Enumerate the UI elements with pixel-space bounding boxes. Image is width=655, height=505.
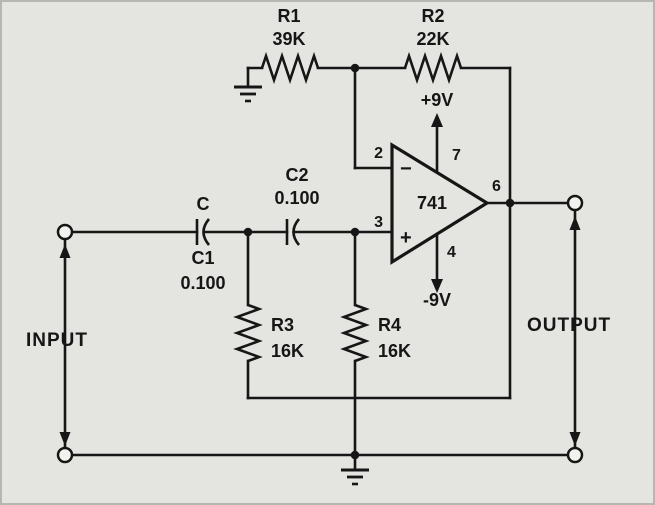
wires (63, 66, 577, 472)
junction-ground (350, 450, 360, 460)
opamp-part-label: 741 (417, 193, 447, 213)
terminals (56, 194, 584, 464)
resistor-r1-symbol (260, 51, 320, 85)
ground-icon (234, 85, 262, 103)
junction-output (505, 198, 515, 208)
opamp-triangle (390, 142, 491, 265)
pin6-label: 6 (492, 178, 501, 195)
resistor-r3-symbol (233, 303, 263, 363)
c2-ref-label: C2 (285, 165, 308, 185)
pin4-label: 4 (447, 244, 456, 261)
opamp (390, 113, 491, 293)
opamp-plus-sign: + (400, 227, 412, 249)
labels: R1 39K R2 22K C C1 0.100 C2 0.100 R3 16K… (26, 6, 611, 361)
r2-value-label: 22K (416, 29, 449, 49)
r3-value-label: 16K (271, 341, 304, 361)
c2-value-label: 0.100 (274, 188, 319, 208)
output-terminal-top (566, 194, 584, 212)
output-down-arrow-icon (569, 432, 581, 446)
resistors (233, 51, 463, 363)
r4-ref-label: R4 (378, 315, 401, 335)
pin7-label: 7 (452, 147, 461, 164)
r3-ref-label: R3 (271, 315, 294, 335)
c1-ref-label: C1 (191, 248, 214, 268)
c1-value-label: 0.100 (180, 273, 225, 293)
capacitor-c2-curved-plate (292, 218, 301, 246)
junction-dots (243, 63, 515, 460)
output-terminal-bottom (566, 446, 584, 464)
pin2-label: 2 (374, 145, 383, 162)
capacitor-c1-curved-plate (202, 218, 211, 246)
input-up-arrow-icon (59, 244, 71, 258)
vplus-label: +9V (421, 90, 454, 110)
input-terminal-bottom (56, 446, 74, 464)
capacitors (195, 218, 301, 246)
vplus-arrow-icon (431, 113, 443, 127)
ground-symbols (234, 85, 369, 486)
r1-ref-label: R1 (277, 6, 300, 26)
output-port-label: OUTPUT (527, 315, 611, 336)
pin3-label: 3 (374, 214, 383, 231)
ground-icon (341, 468, 369, 486)
vminus-arrow-icon (431, 279, 443, 293)
junction-c2-r4 (350, 227, 360, 237)
vminus-label: -9V (423, 290, 451, 310)
resistor-r4-symbol (340, 303, 370, 363)
input-port-label: INPUT (26, 330, 88, 351)
r2-ref-label: R2 (421, 6, 444, 26)
c-label: C (197, 194, 210, 214)
junction-c1-r3 (243, 227, 253, 237)
r4-value-label: 16K (378, 341, 411, 361)
output-up-arrow-icon (569, 216, 581, 230)
junction-r1-r2 (350, 63, 360, 73)
resistor-r2-symbol (403, 51, 463, 85)
input-terminal-top (56, 223, 74, 241)
opamp-minus-sign: − (400, 158, 412, 180)
input-down-arrow-icon (59, 432, 71, 446)
r1-value-label: 39K (272, 29, 305, 49)
